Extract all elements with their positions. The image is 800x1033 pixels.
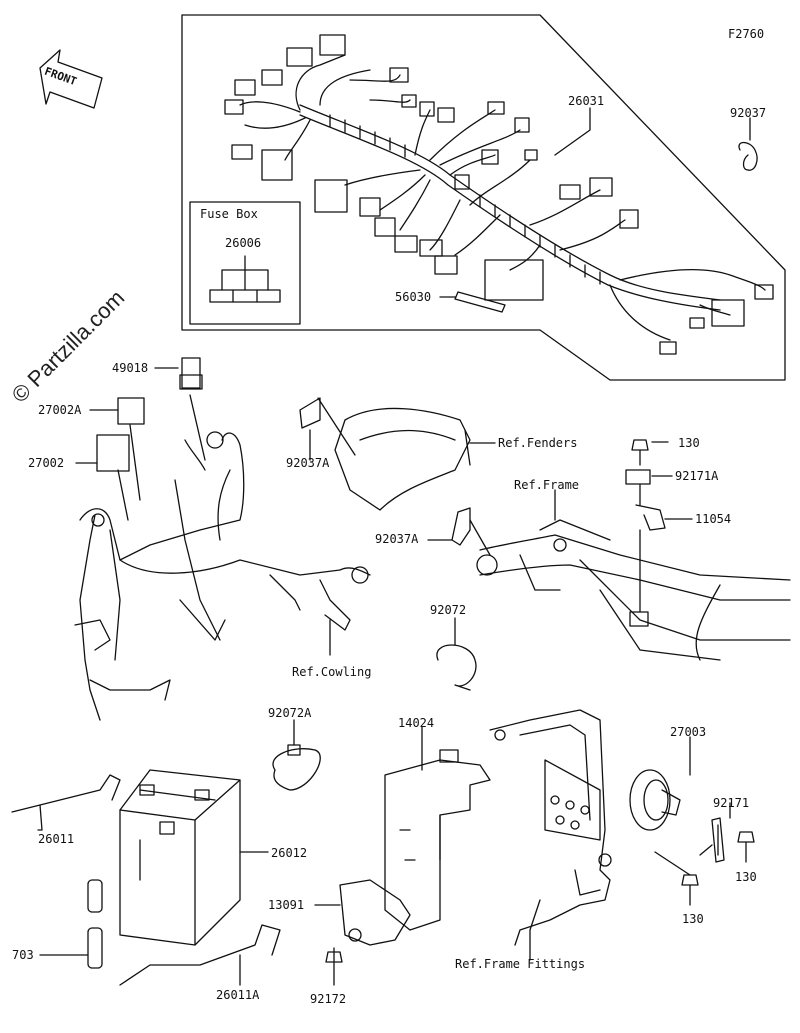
- label-92037A-mid[interactable]: 92037A: [375, 532, 419, 546]
- bolt-130-lower: [681, 874, 699, 886]
- harness-panel-border: [181, 14, 786, 381]
- label-130-top[interactable]: 130: [678, 436, 700, 450]
- cable-tie-92072: [436, 644, 477, 691]
- bolt-130-top: [631, 439, 649, 466]
- label-130-right[interactable]: 130: [735, 870, 757, 884]
- battery-cable-26011A: [119, 924, 281, 986]
- front-arrow: [39, 49, 103, 109]
- fender-part: [334, 407, 471, 511]
- label-11054[interactable]: 11054: [695, 512, 732, 526]
- bracket-13091: [339, 879, 411, 946]
- front-bracket-frame: [74, 431, 371, 721]
- fuse-block: [209, 289, 281, 303]
- fuse-box-title: Fuse Box: [200, 207, 258, 221]
- label-27002A[interactable]: 27002A: [38, 403, 82, 417]
- battery-case-14024: [384, 749, 491, 931]
- diagram-code: F2760: [728, 27, 765, 41]
- label-14024[interactable]: 14024: [398, 716, 435, 730]
- label-703[interactable]: 703: [12, 948, 34, 962]
- label-ref-frame[interactable]: Ref.Frame: [514, 478, 580, 492]
- battery-cable-26011: [11, 774, 121, 813]
- bolt-130-right: [737, 831, 755, 843]
- spacer-703-b: [87, 927, 103, 969]
- clip-92171: [711, 817, 725, 863]
- label-130-lower[interactable]: 130: [682, 912, 704, 926]
- label-ref-frame-fittings[interactable]: Ref.Frame Fittings: [455, 957, 586, 971]
- label-92072A[interactable]: 92072A: [268, 706, 312, 720]
- rear-frame-fittings: [489, 709, 612, 946]
- clip-92037: [738, 141, 758, 171]
- wiring-harness: [239, 54, 766, 341]
- harness-connectors: [224, 34, 774, 355]
- clip-92171A: [625, 469, 651, 485]
- screw-92172: [325, 951, 343, 963]
- label-26011[interactable]: 26011: [38, 832, 75, 846]
- rear-frame: [476, 519, 791, 661]
- band-56030: [454, 291, 506, 313]
- relay-27002: [96, 434, 130, 472]
- label-92172[interactable]: 92172: [310, 992, 347, 1006]
- label-27002[interactable]: 27002: [28, 456, 65, 470]
- label-92072[interactable]: 92072: [430, 603, 467, 617]
- label-ref-cowling[interactable]: Ref.Cowling: [292, 665, 372, 679]
- bracket-11054: [635, 504, 666, 531]
- label-26012[interactable]: 26012: [271, 846, 308, 860]
- label-56030[interactable]: 56030: [395, 290, 432, 304]
- label-92037A-upper[interactable]: 92037A: [286, 456, 330, 470]
- label-26006[interactable]: 26006: [225, 236, 262, 250]
- label-26011A[interactable]: 26011A: [216, 988, 260, 1002]
- cable-tie-92072A: [272, 748, 321, 791]
- label-27003[interactable]: 27003: [670, 725, 707, 739]
- label-13091[interactable]: 13091: [268, 898, 305, 912]
- relay-27002A: [117, 397, 145, 425]
- relay-49018: [181, 357, 201, 389]
- spacer-703-a: [87, 879, 103, 913]
- horn-27003: [629, 769, 681, 831]
- label-92037[interactable]: 92037: [730, 106, 767, 120]
- label-92171[interactable]: 92171: [713, 796, 750, 810]
- label-92171A[interactable]: 92171A: [675, 469, 719, 483]
- label-26031[interactable]: 26031: [568, 94, 605, 108]
- label-ref-fenders[interactable]: Ref.Fenders: [498, 436, 578, 450]
- battery-26012: [119, 769, 241, 946]
- fuse-box-inset: [189, 201, 301, 325]
- label-49018[interactable]: 49018: [112, 361, 149, 375]
